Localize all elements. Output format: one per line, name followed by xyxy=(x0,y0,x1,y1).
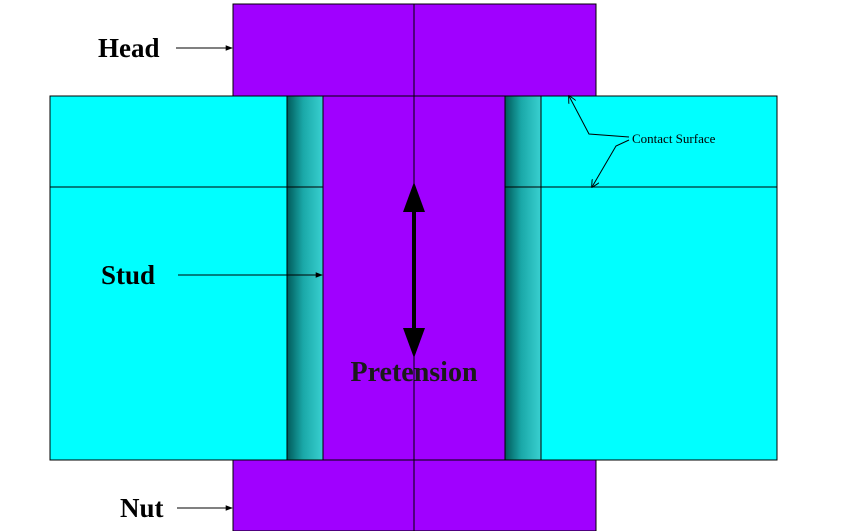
pretension-label: Pretension xyxy=(350,357,477,388)
right-plate xyxy=(540,95,778,461)
right-plate-upper xyxy=(540,95,778,188)
contact-surface-leader-top xyxy=(569,96,630,138)
right-hole-gap xyxy=(504,95,542,461)
left-plate-upper xyxy=(49,95,288,188)
right-plate-lower xyxy=(540,186,778,461)
head-label: Head xyxy=(98,33,160,63)
left-plate xyxy=(49,95,288,461)
nut-label: Nut xyxy=(120,493,164,523)
contact-surface-leader-bottom xyxy=(592,139,630,187)
left-hole-gap xyxy=(286,95,324,461)
pretension-arrow-up-head xyxy=(403,182,425,212)
stud-label: Stud xyxy=(101,260,155,290)
pretension-arrow-down-head xyxy=(403,328,425,358)
left-plate-lower xyxy=(49,186,288,461)
pretension-arrow xyxy=(403,182,425,358)
contact-surface-label: Contact Surface xyxy=(632,131,716,146)
contact-surface-leaders xyxy=(569,96,630,187)
